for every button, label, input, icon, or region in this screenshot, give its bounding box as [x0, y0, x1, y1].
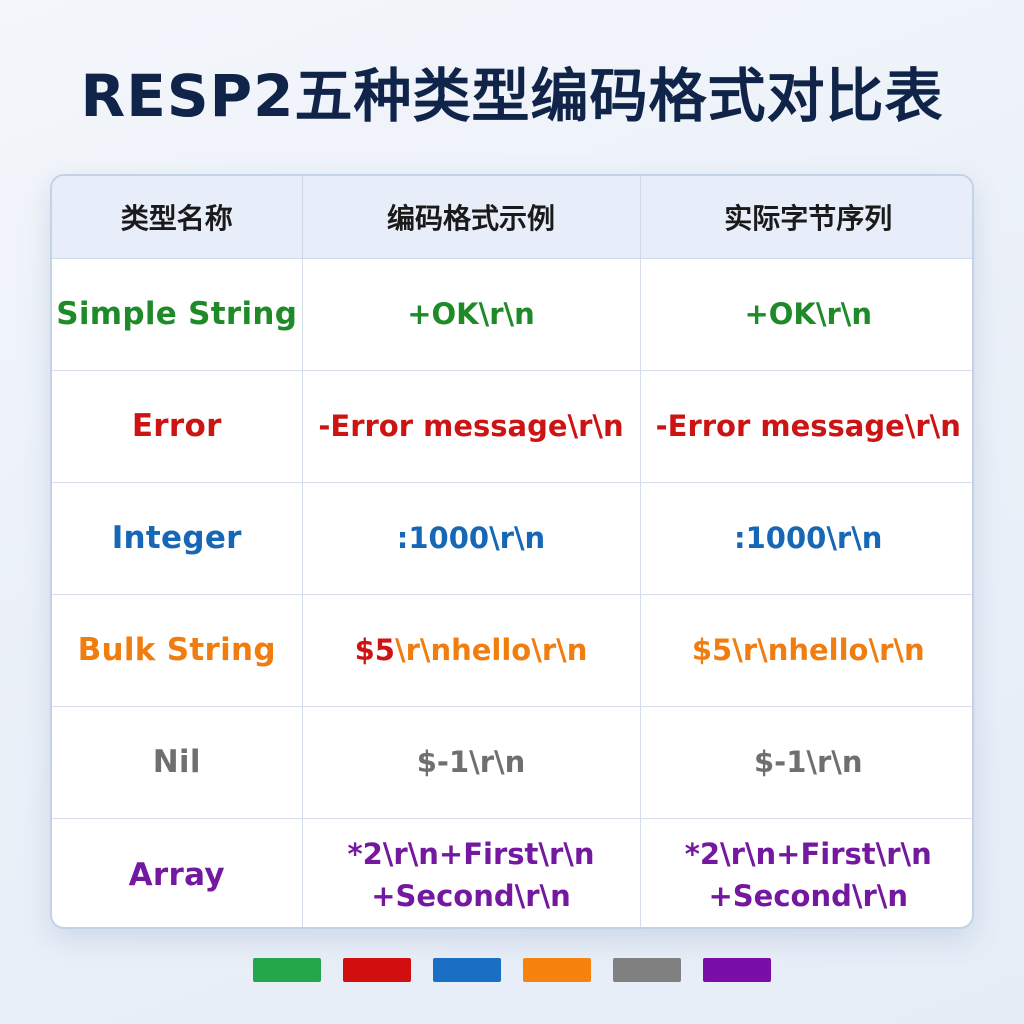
cell-text: +OK\r\n: [407, 297, 535, 331]
cell-encoding-example: $5\r\nhello\r\n: [302, 594, 641, 707]
cell-text: -Error message\r\n: [318, 409, 624, 443]
cell-text: :1000\r\n: [734, 521, 883, 555]
cell-byte-sequence: *2\r\n+First\r\n +Second\r\n: [640, 818, 973, 927]
cell-line: $-1\r\n: [641, 741, 973, 783]
cell-byte-sequence: +OK\r\n: [640, 258, 973, 371]
cell-line: $5\r\nhello\r\n: [641, 629, 973, 671]
legend-swatch: [433, 958, 501, 982]
comparison-table-card: 类型名称 编码格式示例 实际字节序列 Simple String +OK\r\n +…: [50, 174, 974, 929]
cell-text: $-1\r\n: [416, 745, 526, 779]
cell-text: *2\r\n+First\r\n: [347, 836, 595, 871]
cell-byte-sequence: $5\r\nhello\r\n: [640, 594, 973, 707]
legend-swatch: [343, 958, 411, 982]
cell-byte-sequence: $-1\r\n: [640, 706, 973, 819]
cell-encoding-example: -Error message\r\n: [302, 370, 641, 483]
legend-swatch: [253, 958, 321, 982]
table-header-row: 类型名称 编码格式示例 实际字节序列: [52, 176, 972, 259]
cell-type-name: Array: [52, 818, 303, 927]
cell-line: +OK\r\n: [641, 293, 973, 335]
cell-text: -Error message\r\n: [655, 409, 961, 443]
cell-line: $-1\r\n: [303, 741, 640, 783]
cell-text: $5\r\nhello\r\n: [691, 633, 925, 667]
cell-line: +Second\r\n: [303, 875, 640, 917]
cell-line: -Error message\r\n: [303, 405, 640, 447]
cell-line: :1000\r\n: [303, 517, 640, 559]
cell-byte-sequence: -Error message\r\n: [640, 370, 973, 483]
cell-line: +Second\r\n: [641, 875, 973, 917]
cell-line: +OK\r\n: [303, 293, 640, 335]
table-row: Bulk String$5\r\nhello\r\n$5\r\nhello\r\…: [52, 594, 973, 707]
color-legend: [0, 958, 1024, 982]
table-row: Error -Error message\r\n -Error message\r\…: [52, 370, 973, 483]
cell-type-name: Nil: [52, 706, 303, 819]
cell-text: $5: [354, 633, 395, 667]
cell-line: $5\r\nhello\r\n: [303, 629, 640, 671]
page-title: RESP2五种类型编码格式对比表: [80, 62, 944, 130]
legend-swatch: [523, 958, 591, 982]
cell-type-name: Error: [52, 370, 303, 483]
cell-encoding-example: $-1\r\n: [302, 706, 641, 819]
cell-text: :1000\r\n: [396, 521, 546, 555]
cell-text: *2\r\n+First\r\n: [684, 836, 932, 871]
cell-text: +Second\r\n: [371, 878, 571, 913]
legend-swatch: [703, 958, 771, 982]
cell-line: *2\r\n+First\r\n: [303, 833, 640, 875]
cell-encoding-example: +OK\r\n: [302, 258, 641, 371]
legend-swatch: [613, 958, 681, 982]
cell-line: :1000\r\n: [641, 517, 973, 559]
cell-text: +OK\r\n: [744, 297, 873, 331]
cell-type-name: Simple String: [52, 258, 303, 371]
cell-byte-sequence: :1000\r\n: [640, 482, 973, 595]
table-row: Integer :1000\r\n :1000\r\n: [52, 482, 973, 595]
cell-text: +Second\r\n: [708, 878, 908, 913]
header-encoding-example: 编码格式示例: [302, 176, 641, 259]
header-byte-sequence: 实际字节序列: [640, 176, 972, 259]
cell-type-name: Integer: [52, 482, 303, 595]
cell-text: \r\nhello\r\n: [394, 633, 588, 667]
cell-line: *2\r\n+First\r\n: [641, 833, 973, 875]
cell-encoding-example: :1000\r\n: [302, 482, 641, 595]
table-row: Simple String +OK\r\n +OK\r\n: [52, 258, 973, 371]
table-row: Array*2\r\n+First\r\n+Second\r\n*2\r\n+F…: [52, 818, 973, 927]
cell-type-name: Bulk String: [52, 594, 303, 707]
cell-line: -Error message\r\n: [641, 405, 973, 447]
cell-text: $-1\r\n: [753, 745, 863, 779]
comparison-table: 类型名称 编码格式示例 实际字节序列 Simple String +OK\r\n +…: [52, 176, 973, 927]
cell-encoding-example: *2\r\n+First\r\n +Second\r\n: [302, 818, 641, 927]
header-type-name: 类型名称: [52, 176, 303, 259]
table-row: Nil $-1\r\n $-1\r\n: [52, 706, 973, 819]
